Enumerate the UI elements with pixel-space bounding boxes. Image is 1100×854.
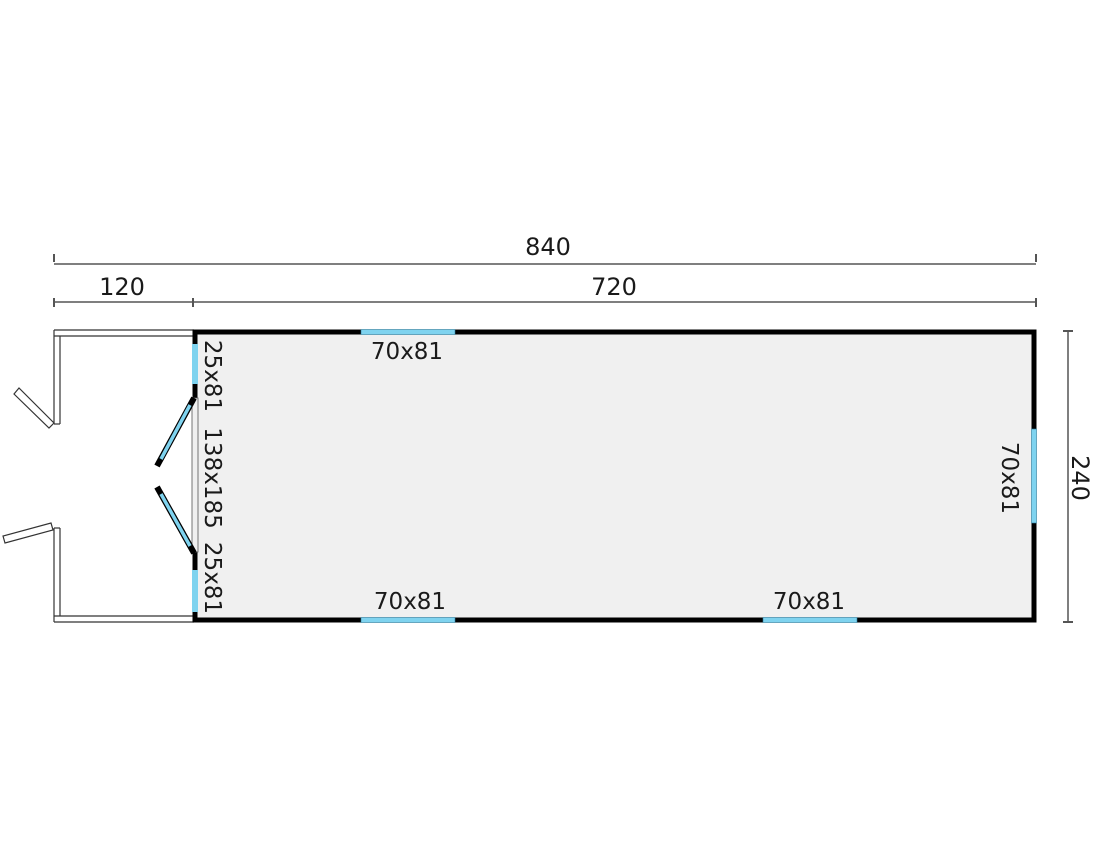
gate-leaf-bottom <box>2 522 54 544</box>
dimension-main-label: 720 <box>591 273 637 301</box>
window-right <box>1031 428 1037 524</box>
label-window-bottom-right: 70x81 <box>773 589 845 615</box>
opening-labels: 70x81 70x81 70x81 70x81 25x81 138x185 25… <box>199 339 1022 615</box>
label-double-door: 138x185 <box>199 427 225 528</box>
dimension-total: 840 <box>53 233 1037 265</box>
porch <box>2 329 194 623</box>
dimension-total-label: 840 <box>525 233 571 261</box>
dimension-width-label: 240 <box>1066 455 1094 501</box>
label-window-top: 70x81 <box>371 339 443 365</box>
window-bottom-left <box>360 617 456 623</box>
main-room <box>192 329 1037 623</box>
dimension-porch-label: 120 <box>99 273 145 301</box>
side-window-bottom <box>192 570 198 612</box>
side-window-top <box>192 344 198 384</box>
door-opening <box>191 397 199 553</box>
label-window-bottom-left: 70x81 <box>374 589 446 615</box>
dimension-segments: 120 720 <box>53 273 1037 307</box>
window-bottom-right <box>762 617 858 623</box>
window-top <box>360 329 456 335</box>
dimension-width: 240 <box>1063 330 1094 623</box>
gate-leaf-top <box>13 387 55 429</box>
double-door <box>154 396 197 555</box>
label-side-window-top: 25x81 <box>199 340 225 412</box>
label-window-right: 70x81 <box>996 442 1022 514</box>
label-side-window-bottom: 25x81 <box>199 542 225 614</box>
